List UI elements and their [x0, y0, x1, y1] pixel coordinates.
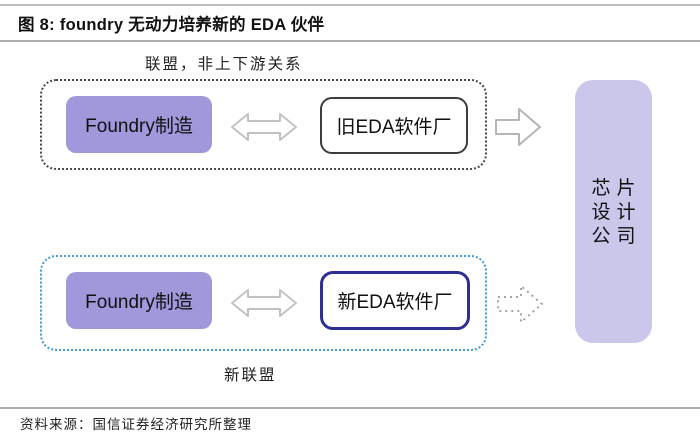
old-alliance-group: Foundry制造 旧EDA软件厂: [40, 79, 487, 170]
foundry-box-new: Foundry制造: [66, 272, 212, 329]
figure-title: 图 8: foundry 无动力培养新的 EDA 伙伴: [18, 16, 325, 34]
top-divider: [0, 4, 700, 6]
double-arrow-icon: [229, 286, 299, 320]
new-alliance-group: Foundry制造 新EDA软件厂: [40, 255, 487, 351]
new-alliance-caption: 新联盟: [224, 366, 277, 384]
dashed-right-block-arrow-icon: [495, 281, 545, 327]
foundry-box-old: Foundry制造: [66, 96, 212, 153]
double-arrow-icon: [229, 110, 299, 144]
title-divider: [0, 40, 700, 42]
old-alliance-caption: 联盟，非上下游关系: [145, 55, 303, 73]
chip-box-label-line: 公司: [591, 224, 642, 247]
chip-box-label-line: 芯片: [591, 176, 642, 199]
new-eda-box: 新EDA软件厂: [320, 271, 470, 330]
source-note: 资料来源：国信证券经济研究所整理: [20, 417, 252, 433]
right-block-arrow-icon: [493, 104, 543, 150]
old-eda-box: 旧EDA软件厂: [320, 97, 468, 154]
footer-divider: [0, 407, 700, 409]
chip-design-company-box: 芯片 设计 公司: [575, 80, 652, 343]
chip-box-label-line: 设计: [591, 200, 642, 223]
